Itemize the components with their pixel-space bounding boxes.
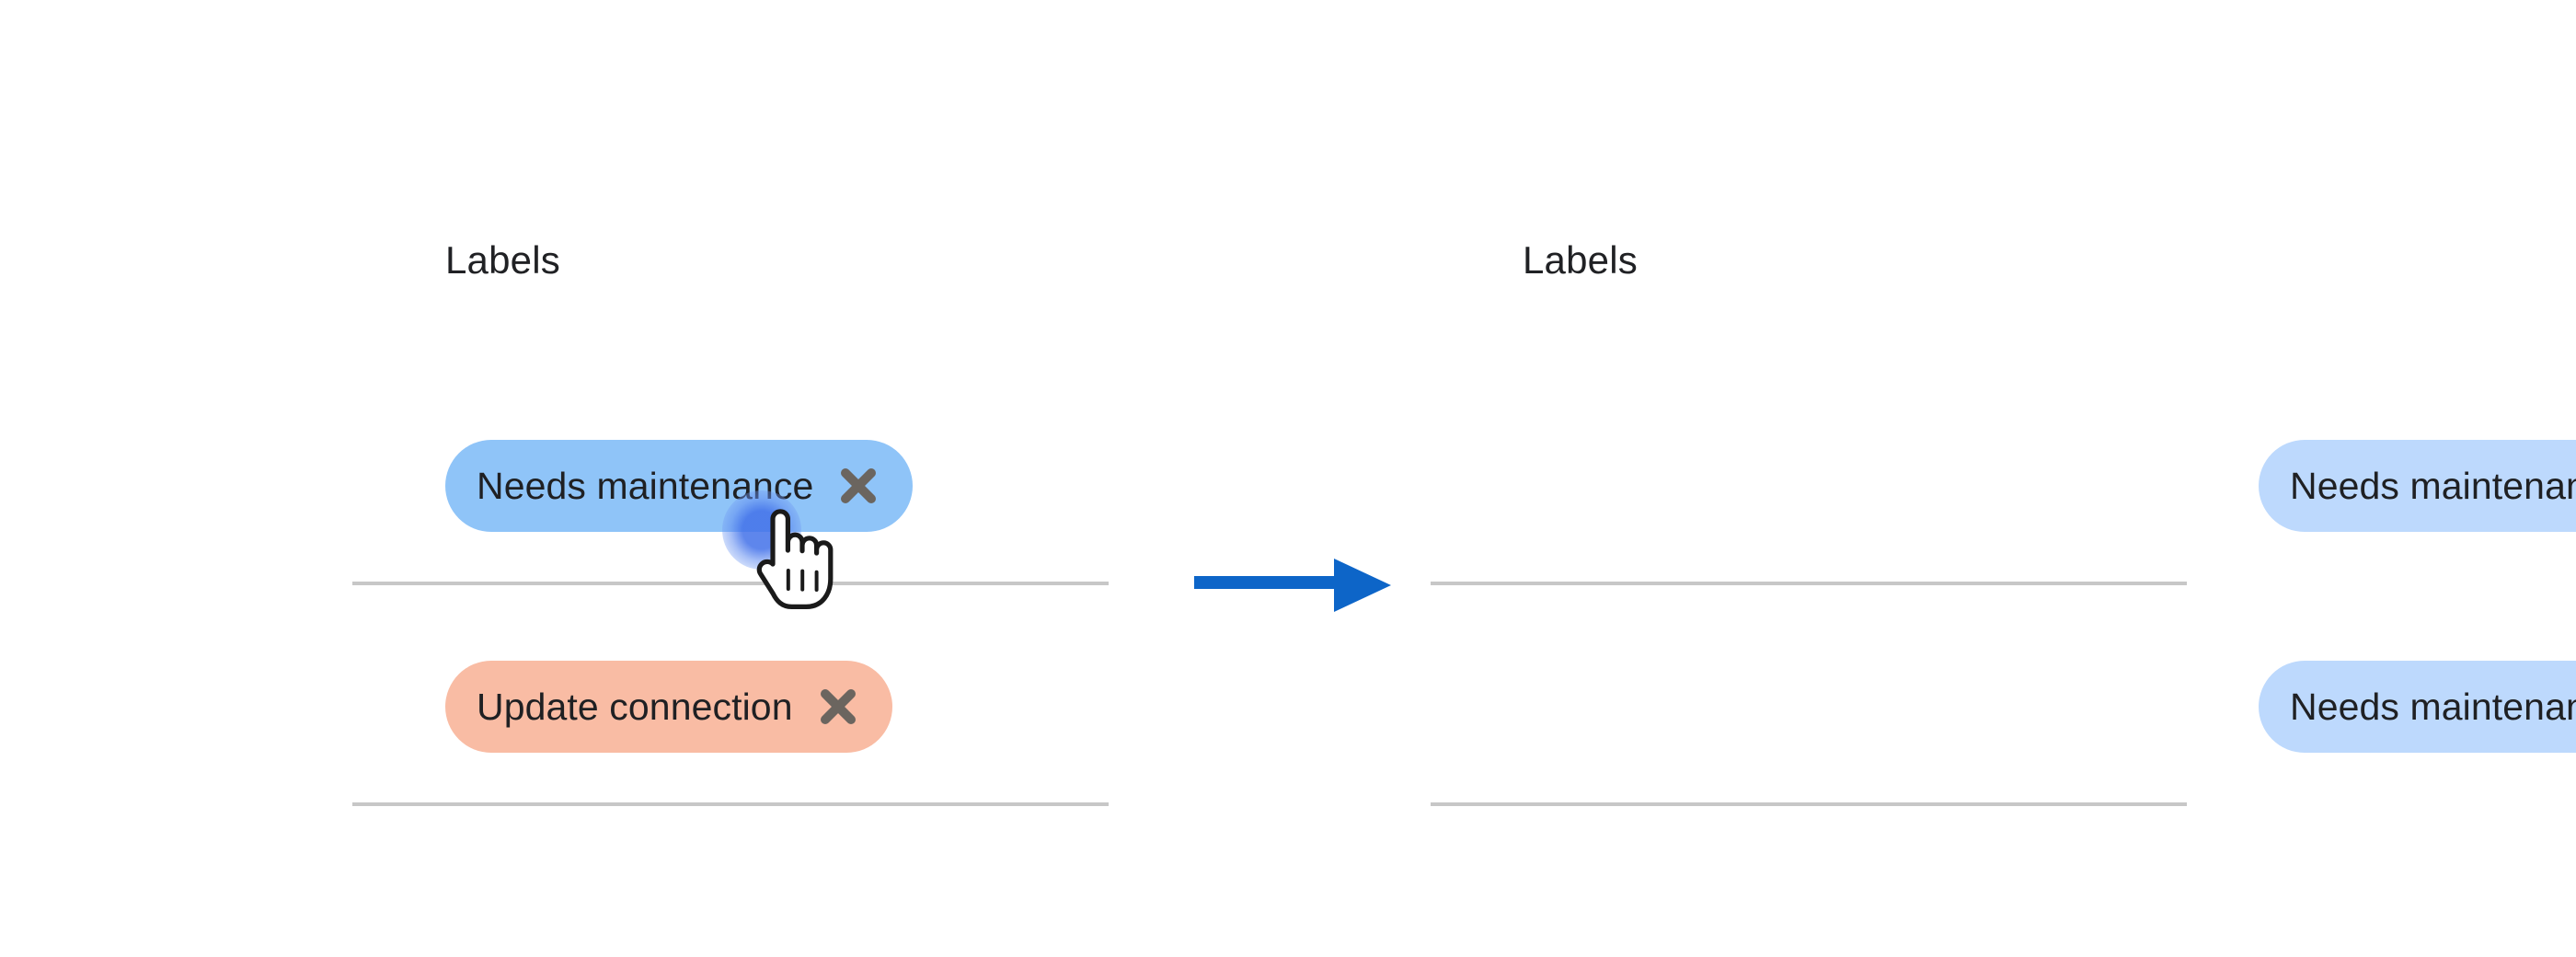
- row-divider: [352, 802, 1109, 806]
- before-panel: Labels Needs maintenance Update c: [0, 0, 1150, 957]
- after-panel-title: Labels: [1523, 238, 1638, 282]
- row-divider: [352, 582, 1109, 585]
- label-row: Update connection: [352, 661, 1109, 806]
- row-divider: [1431, 582, 2187, 585]
- before-panel-title: Labels: [445, 238, 560, 282]
- arrow-right-icon: [1194, 552, 1397, 618]
- label-chip-needs-maintenance[interactable]: Needs maintenance: [445, 440, 914, 532]
- close-x-icon[interactable]: [837, 465, 880, 507]
- label-chip-needs-maintenance[interactable]: Needs maintenance: [2259, 440, 2576, 532]
- after-panel: Labels Needs maintenance Needs ma: [1417, 0, 2576, 957]
- label-chip-update-connection[interactable]: Update connection: [445, 661, 892, 753]
- label-row: Needs maintenance: [1431, 661, 2576, 806]
- close-x-icon[interactable]: [817, 686, 859, 728]
- chip-label-text: Needs maintenance: [477, 464, 814, 507]
- chip-label-text: Needs maintenance: [2290, 464, 2576, 507]
- label-row: Needs maintenance: [352, 440, 1109, 585]
- label-chip-needs-maintenance[interactable]: Needs maintenance: [2259, 661, 2576, 753]
- label-row: Needs maintenance: [1431, 440, 2576, 585]
- chip-label-text: Needs maintenance: [2290, 685, 2576, 728]
- row-divider: [1431, 802, 2187, 806]
- chip-label-text: Update connection: [477, 685, 793, 728]
